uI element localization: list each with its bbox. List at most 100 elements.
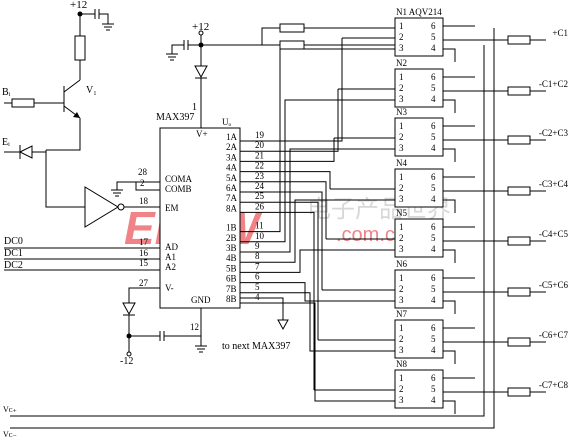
relay-n7-pin-left-2: 2: [399, 334, 404, 344]
emitter-input-label: Eᵢ: [2, 137, 10, 148]
resistor-r2: [279, 40, 305, 50]
relay-n3-pin-left-2: 2: [399, 132, 404, 142]
collector-resistor: [74, 35, 86, 61]
output-resistor-8: [507, 387, 531, 397]
address-inputs: DC0 DC1 DC2: [4, 236, 160, 271]
pin-number-3b: 9: [255, 241, 260, 251]
bus-vc-plus-label: Vᴄ₊: [3, 405, 17, 414]
next-max397-label: to next MAX397: [222, 341, 290, 352]
relay-n1-pin-left-3: 3: [399, 43, 404, 53]
output-resistor-1: [507, 35, 531, 45]
relay-n6-pin-left-3: 3: [399, 295, 404, 305]
transistor-label: V₁: [86, 85, 97, 96]
pin-name-8a: 8A: [226, 203, 238, 213]
max397-comb-label: COMB: [165, 184, 192, 194]
relay-n4-pin-right-4: 4: [431, 194, 436, 204]
max397-title: MAX397: [156, 112, 194, 123]
relay-n6-pin-right-6: 6: [431, 273, 436, 283]
relay-n7-pin-right-6: 6: [431, 323, 436, 333]
pin-number-2a: 20: [255, 140, 265, 150]
relay-n8-pin-right-5: 5: [431, 384, 436, 394]
relay-n6-pin-left-2: 2: [399, 284, 404, 294]
pin-name-3b: 3B: [226, 243, 237, 253]
relay-n1-pin-right-4: 4: [431, 43, 436, 53]
relay-output-wiring: +C1-C1+C2-C2+C3-C3+C4-C4+C5-C5+C6-C6+C7-…: [270, 25, 569, 414]
relay-n6-body: [394, 269, 444, 309]
ground-symbol-center: [166, 53, 178, 61]
output-resistor-6: [507, 287, 531, 297]
relay-n1-label: N1 AQV214: [396, 7, 442, 17]
relay-n4-pin-right-6: 6: [431, 172, 436, 182]
supply-label-center: +12: [192, 21, 209, 33]
pin-name-2b: 2B: [226, 233, 237, 243]
relay-array: N1 AQV214123654N2123654N3123654N4123654N…: [394, 7, 444, 409]
pin-name-2a: 2A: [226, 142, 238, 152]
vminus-supply: -12: [120, 287, 207, 367]
transistor-vt: [63, 79, 81, 119]
relay-n4-pin-left-3: 3: [399, 194, 404, 204]
relay-n2-pin-right-6: 6: [431, 72, 436, 82]
relay-n4-label: N4: [396, 158, 407, 168]
pin-number-1a: 19: [255, 130, 265, 140]
max397-uo-label: Uₒ: [222, 117, 231, 127]
relay-n7-label: N7: [396, 309, 407, 319]
relay-n8-label: N8: [396, 359, 407, 369]
relay-n1-pin-left-2: 2: [399, 32, 404, 42]
relay-n5-pin-left-3: 3: [399, 244, 404, 254]
pin-number-vminus: 27: [139, 278, 149, 288]
relay-n7-pin-right-4: 4: [431, 345, 436, 355]
relay-n3-body: [394, 117, 444, 157]
relay-n5-pin-right-5: 5: [431, 233, 436, 243]
pin-number-6a: 24: [255, 181, 265, 191]
relay-n2-pin-right-4: 4: [431, 94, 436, 104]
pin-number-5a: 23: [255, 171, 265, 181]
ground-symbol-bottom: [195, 345, 207, 353]
pin-number-4a: 22: [255, 161, 264, 171]
max397-gnd-label: GND: [191, 295, 211, 305]
relay-n1-body: [394, 17, 444, 57]
transistor-section: +12 V₁ Bᵢ Eᵢ: [2, 0, 114, 208]
pin-name-6b: 6B: [226, 274, 237, 284]
max397-body: [159, 127, 241, 309]
pin-number-ad: 17: [139, 237, 149, 247]
pin-number-7b: 5: [255, 282, 260, 292]
relay-n8-body: [394, 369, 444, 409]
max397-chip: MAX397 Uₒ V+ COMA COMB EM AD A1 A2 V- GN…: [138, 112, 270, 332]
pin-name-5b: 5B: [226, 263, 237, 273]
decoupling-capacitor-bottom: [159, 331, 165, 341]
relay-n3-label: N3: [396, 107, 407, 117]
output-label-4: -C3+C4: [539, 179, 569, 189]
max397-ad-label: AD: [165, 242, 178, 252]
max397-a2-label: A2: [165, 262, 176, 272]
output-resistor-4: [507, 186, 531, 196]
max397-coma-label: COMA: [165, 174, 193, 184]
relay-n3-pin-left-1: 1: [399, 121, 404, 131]
output-resistor-5: [507, 236, 531, 246]
output-label-8: -C7+C8: [539, 380, 569, 390]
pin-name-5a: 5A: [226, 173, 238, 183]
pin-name-7b: 7B: [226, 284, 237, 294]
relay-n8-pin-right-4: 4: [431, 395, 436, 405]
max397-vplus-label: V+: [196, 129, 208, 139]
pin-number-1b: 11: [255, 221, 264, 231]
bus-vc-minus-label: Vᴄ₋: [3, 430, 17, 439]
output-label-7: -C6+C7: [539, 330, 569, 340]
relay-n2-body: [394, 68, 444, 108]
pin-number-7a: 25: [255, 191, 265, 201]
resistor-r1: [279, 23, 305, 33]
relay-n7-pin-left-1: 1: [399, 323, 404, 333]
relay-n5-body: [394, 218, 444, 258]
relay-n1-pin-left-1: 1: [399, 21, 404, 31]
pin-name-7a: 7A: [226, 193, 238, 203]
diode-negative: [122, 302, 136, 316]
base-resistor: [11, 98, 35, 108]
input-dc0-label: DC0: [4, 236, 23, 247]
pin-name-4a: 4A: [226, 163, 238, 173]
input-dc1-label: DC1: [4, 248, 23, 259]
